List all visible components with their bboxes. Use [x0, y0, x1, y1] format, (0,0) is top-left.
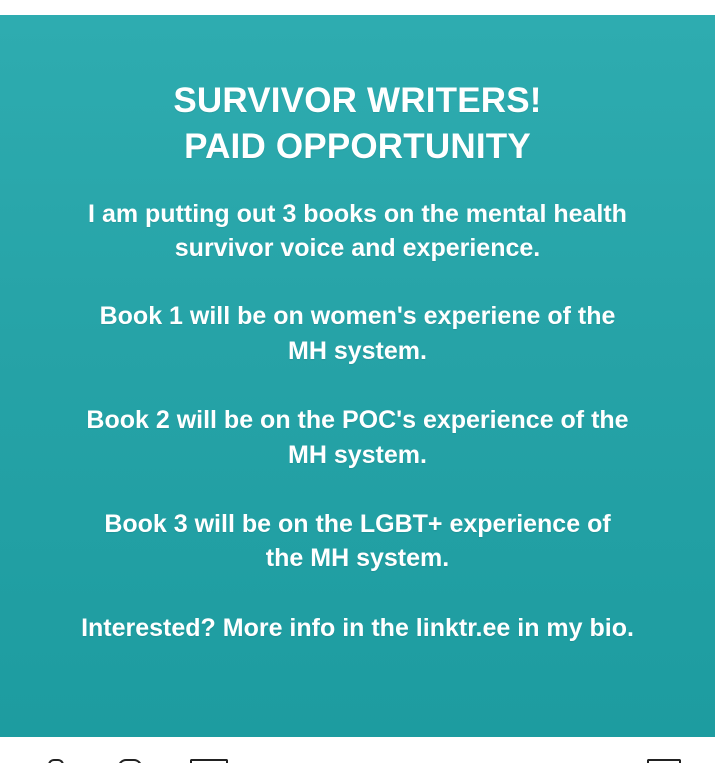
call-to-action: Interested? More info in the linktr.ee i…	[81, 614, 634, 642]
intro-line-1: I am putting out 3 books on the mental h…	[88, 200, 627, 228]
book2-line-1: Book 2 will be on the POC's experience o…	[86, 406, 629, 434]
bookmark-icon[interactable]	[647, 759, 681, 763]
heart-icon[interactable]	[48, 759, 64, 763]
book3-line-2: the MH system.	[265, 544, 450, 572]
book2-line-2: MH system.	[288, 441, 427, 469]
intro-line-2: survivor voice and experience.	[174, 234, 541, 262]
headline-line-1: SURVIVOR WRITERS!	[173, 81, 542, 120]
post-image: SURVIVOR WRITERS! PAID OPPORTUNITY I am …	[0, 15, 715, 737]
headline-line-2: PAID OPPORTUNITY	[184, 127, 531, 166]
book1-line-1: Book 1 will be on women's experiene of t…	[99, 302, 616, 330]
post-action-bar	[0, 737, 715, 763]
share-icon[interactable]	[190, 759, 228, 763]
comment-icon[interactable]	[118, 759, 142, 763]
book1-line-2: MH system.	[288, 337, 427, 365]
book3-line-1: Book 3 will be on the LGBT+ experience o…	[104, 510, 611, 538]
